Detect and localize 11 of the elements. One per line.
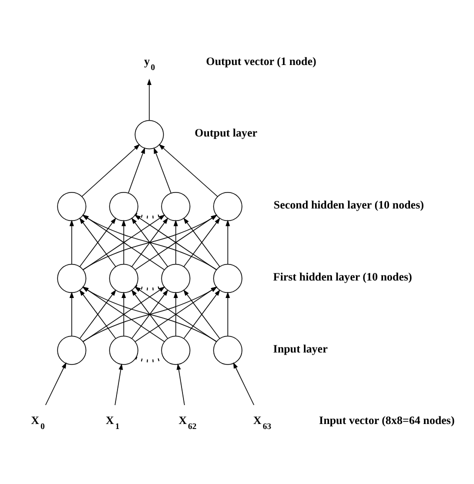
label: Output layer [194,127,258,140]
label: Input vector (8x8=64 nodes) [319,414,455,427]
node-text: X$_{0}$ [31,414,45,431]
node-text: X$_{1}$ [106,414,120,431]
node-text: X$_{63}$ [253,414,272,431]
node-text: X$_{62}$ [178,414,197,431]
label: Input layer [273,342,328,355]
label: Second hidden layer (10 nodes) [274,199,424,212]
label: Output vector (1 node) [206,55,316,68]
node-text: y$_{0}$ [144,55,155,72]
label: First hidden layer (10 nodes) [273,270,412,283]
